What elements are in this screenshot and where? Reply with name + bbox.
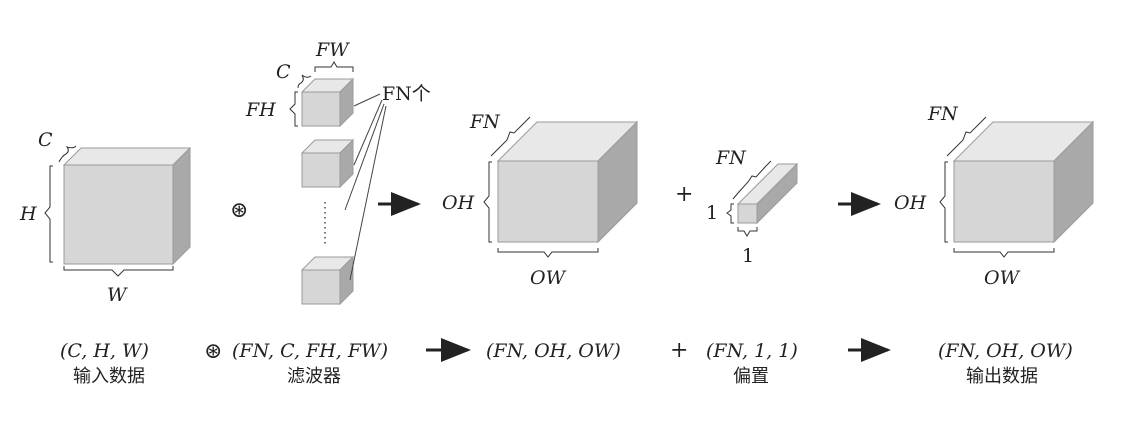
conv-output-shape-text: (FN, OH, OW) xyxy=(486,340,621,362)
conv-output-oh-label: OH xyxy=(442,192,475,214)
filter-fw-label: FW xyxy=(315,39,350,61)
input-w-brace xyxy=(63,266,174,277)
final-output-fn-label: FN xyxy=(927,103,959,125)
bias-w-label: 1 xyxy=(742,245,754,267)
bias-h-brace xyxy=(726,203,734,224)
conv-operator-symbol: ⊛ xyxy=(230,198,248,223)
bias-w-brace xyxy=(737,227,758,237)
bias-fn-label: FN xyxy=(715,147,747,169)
conv-output-fn-label: FN xyxy=(469,111,501,133)
filter-c-brace xyxy=(297,74,312,89)
conv-output-ow-label: OW xyxy=(530,267,567,289)
filter-count-leader-lines xyxy=(344,93,387,281)
input-w-label: W xyxy=(107,284,128,306)
input-cube xyxy=(62,146,192,266)
input-c-brace xyxy=(58,145,77,163)
conv-operator-symbol-bottom: ⊛ xyxy=(204,339,222,364)
final-output-ow-brace xyxy=(953,248,1055,258)
filter-count-label: FN个 xyxy=(382,83,431,105)
filter-fw-brace xyxy=(314,61,354,72)
final-output-oh-brace xyxy=(939,161,948,243)
conv-output-fn-brace xyxy=(490,116,531,157)
filter-cube-2 xyxy=(300,138,355,189)
final-output-fn-brace xyxy=(946,116,987,157)
bias-bar xyxy=(736,162,799,225)
final-output-caption: 输出数据 xyxy=(966,366,1038,387)
filter-fh-brace xyxy=(289,91,298,127)
input-shape-text: (C, H, W) xyxy=(60,340,149,362)
conv-output-ow-brace xyxy=(497,248,599,258)
plus-symbol-bottom: + xyxy=(670,338,688,363)
bias-caption: 偏置 xyxy=(733,366,769,387)
filter-fh-label: FH xyxy=(245,99,276,121)
bias-fn-brace xyxy=(732,160,772,200)
final-output-shape-text: (FN, OH, OW) xyxy=(938,340,1073,362)
bias-h-label: 1 xyxy=(706,202,718,224)
input-h-label: H xyxy=(19,203,37,225)
conv-output-cube xyxy=(496,120,639,244)
final-output-oh-label: OH xyxy=(894,192,927,214)
filters-shape-text: (FN, C, FH, FW) xyxy=(232,340,388,362)
input-c-label: C xyxy=(38,129,53,151)
final-output-cube xyxy=(952,120,1095,244)
input-h-brace xyxy=(44,165,53,263)
filter-cube-3 xyxy=(300,255,355,306)
filter-cube-1 xyxy=(300,77,355,128)
conv-output-oh-brace xyxy=(483,161,492,243)
plus-symbol: + xyxy=(675,182,693,207)
filters-caption: 滤波器 xyxy=(287,366,341,387)
bias-shape-text: (FN, 1, 1) xyxy=(706,340,798,362)
filter-c-label: C xyxy=(276,61,291,83)
input-caption: 输入数据 xyxy=(73,366,145,387)
final-output-ow-label: OW xyxy=(984,267,1021,289)
